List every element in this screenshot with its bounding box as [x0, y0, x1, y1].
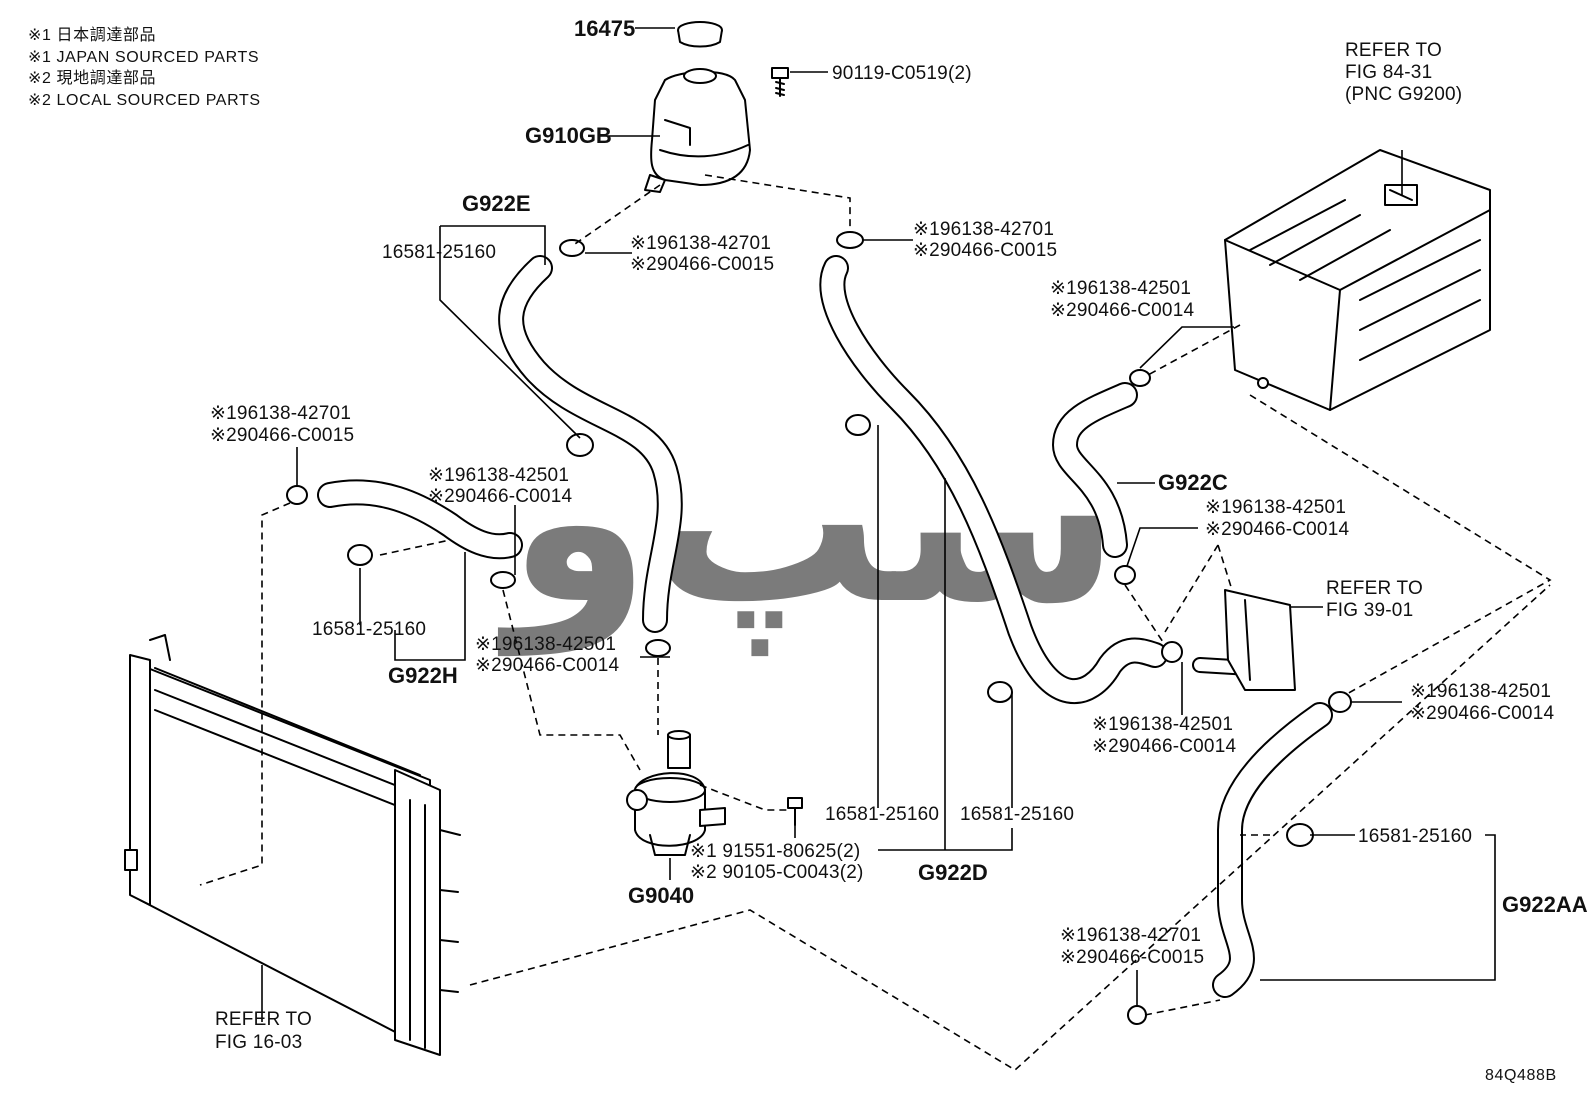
hose-g922aa-inner	[1214, 704, 1331, 996]
hose-g922h-inner	[319, 481, 521, 558]
label-hose-e-clip: 16581-25160	[382, 242, 496, 263]
clamp-bottom	[1127, 1005, 1147, 1025]
label-clamp-pump-2: ※290466-C0014	[475, 655, 619, 676]
label-refer-39-2: FIG 39-01	[1326, 600, 1413, 621]
label-hose-aa: G922AA	[1502, 892, 1588, 917]
label-hose-h: G922H	[388, 663, 458, 688]
label-clamp-mid-1: ※196138-42501	[1092, 714, 1233, 735]
label-hose-d-clip-l: 16581-25160	[825, 804, 939, 825]
label-clamp-c2-2: ※290466-C0014	[1205, 519, 1349, 540]
dashed-connection-lines	[199, 174, 1552, 1071]
clamp-d-clip-r	[987, 681, 1013, 703]
label-clamp-h-1: ※196138-42501	[428, 465, 569, 486]
callout-labels: 16475 90119-C0519(2) G910GB G922E 16581-…	[210, 16, 1588, 1084]
clamp-e	[559, 239, 585, 257]
label-bolt-pump-2: ※2 90105-C0043(2)	[690, 862, 864, 883]
label-refer-inverter-2: FIG 84-31	[1345, 62, 1432, 83]
label-clamp-d-2: ※290466-C0015	[913, 240, 1057, 261]
hose-g922d-inner	[821, 257, 1166, 703]
note-line: ※1 JAPAN SOURCED PARTS	[28, 49, 259, 66]
reservoir-g910gb	[644, 21, 751, 193]
note-line: ※2 LOCAL SOURCED PARTS	[28, 92, 261, 109]
bolt-pump	[787, 797, 803, 826]
clamp-h-clip	[347, 544, 373, 566]
label-clamp-aa-2: ※290466-C0014	[1410, 703, 1554, 724]
bolt-90119	[771, 67, 789, 97]
label-clamp-d-1: ※196138-42701	[913, 219, 1054, 240]
hose-g922e-inner	[500, 257, 681, 631]
note-line: ※2 現地調達部品	[28, 69, 156, 87]
label-bolt-pump-1: ※1 91551-80625(2)	[690, 841, 860, 862]
clamp-c	[1129, 369, 1151, 387]
label-hose-e: G922E	[462, 191, 531, 216]
label-cap: 16475	[574, 16, 635, 41]
note-line: ※1 日本調達部品	[28, 26, 156, 44]
sourcing-notes: ※1 日本調達部品 ※1 JAPAN SOURCED PARTS ※2 現地調達…	[28, 26, 261, 109]
label-clamp-c-2: ※290466-C0014	[1050, 300, 1194, 321]
clamp-aa-clip	[1286, 823, 1314, 847]
label-clamp-bot-2: ※290466-C0015	[1060, 947, 1204, 968]
label-clamp-e-2: ※290466-C0015	[630, 254, 774, 275]
clamp-h	[490, 571, 516, 589]
label-hose-c: G922C	[1158, 470, 1228, 495]
label-refer-radiator-2: FIG 16-03	[215, 1032, 302, 1053]
clamp-e-clip	[566, 433, 594, 457]
label-hose-d: G922D	[918, 860, 988, 885]
label-clamp-left-2: ※290466-C0015	[210, 425, 354, 446]
water-pump-g9040	[626, 730, 726, 856]
hose-g922c-inner	[1054, 384, 1136, 556]
label-reservoir: G910GB	[525, 123, 612, 148]
label-hose-h-clip: 16581-25160	[312, 619, 426, 640]
clamp-d-clip	[845, 414, 871, 436]
leader-lines	[261, 27, 1496, 1022]
label-hose-aa-clip: 16581-25160	[1358, 826, 1472, 847]
label-refer-39-1: REFER TO	[1326, 578, 1423, 599]
label-pump: G9040	[628, 883, 694, 908]
clamp-pump-top	[645, 639, 671, 657]
clamps	[286, 231, 1352, 1025]
clamp-d	[836, 231, 864, 249]
label-clamp-mid-2: ※290466-C0014	[1092, 736, 1236, 757]
clamp-mid	[1114, 565, 1136, 585]
inverter-assembly	[1224, 149, 1491, 411]
clamp-d-right	[1161, 641, 1183, 663]
label-clamp-c2-1: ※196138-42501	[1205, 497, 1346, 518]
clamp-left	[286, 485, 308, 505]
label-refer-inverter-3: (PNC G9200)	[1345, 84, 1462, 105]
label-clamp-bot-1: ※196138-42701	[1060, 925, 1201, 946]
label-clamp-c-1: ※196138-42501	[1050, 278, 1191, 299]
label-clamp-h-2: ※290466-C0014	[428, 486, 572, 507]
clamp-aa	[1328, 691, 1352, 713]
label-refer-radiator-1: REFER TO	[215, 1009, 312, 1030]
label-clamp-aa-1: ※196138-42501	[1410, 681, 1551, 702]
radiator-assembly	[124, 634, 461, 1056]
label-clamp-e-1: ※196138-42701	[630, 233, 771, 254]
label-clamp-pump-1: ※196138-42501	[475, 634, 616, 655]
diagram-code: 84Q488B	[1485, 1067, 1557, 1084]
refer-39-component	[1224, 589, 1296, 691]
label-refer-inverter-1: REFER TO	[1345, 40, 1442, 61]
label-hose-d-clip-r: 16581-25160	[960, 804, 1074, 825]
label-bolt-top: 90119-C0519(2)	[832, 63, 972, 84]
label-clamp-left-1: ※196138-42701	[210, 403, 351, 424]
